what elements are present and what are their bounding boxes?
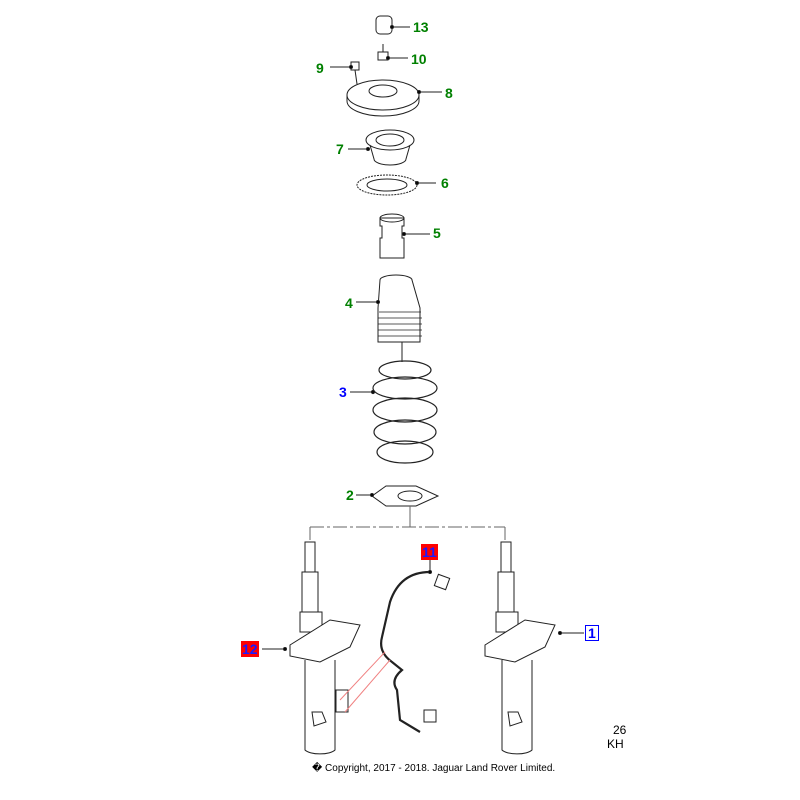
callout-3[interactable]: 3 [339,384,347,400]
part-1-strut-right [484,541,584,755]
callout-7[interactable]: 7 [336,141,344,157]
part-8-top-mount [346,79,442,117]
callout-5[interactable]: 5 [433,225,441,241]
callout-1[interactable]: 1 [585,625,599,641]
assembly-bracket [309,506,506,540]
callout-4[interactable]: 4 [345,295,353,311]
callout-6[interactable]: 6 [441,175,449,191]
part-2-spring-seat [356,485,440,507]
part-5-bump-stop [379,213,430,259]
part-9-bolt [330,61,360,85]
part-13-cap [375,15,410,35]
reference-code-line1: 26 [613,723,627,737]
part-10-nut [377,44,408,61]
part-7-bearing [348,129,415,166]
callout-11[interactable]: 11 [421,544,438,560]
callout-8[interactable]: 8 [445,85,453,101]
part-3-coil-spring [350,360,438,464]
part-11-sensor-harness [339,558,451,733]
part-12-strut-left [262,541,361,755]
reference-code-line2: KH [607,737,624,751]
callout-2[interactable]: 2 [346,487,354,503]
callout-9[interactable]: 9 [316,60,324,76]
callout-10[interactable]: 10 [411,51,427,67]
part-6-ring [356,174,436,196]
part-4-dust-boot [356,274,422,362]
callout-12[interactable]: 12 [241,641,259,657]
copyright-notice: � Copyright, 2017 - 2018. Jaguar Land Ro… [312,763,556,774]
callout-13[interactable]: 13 [413,19,429,35]
